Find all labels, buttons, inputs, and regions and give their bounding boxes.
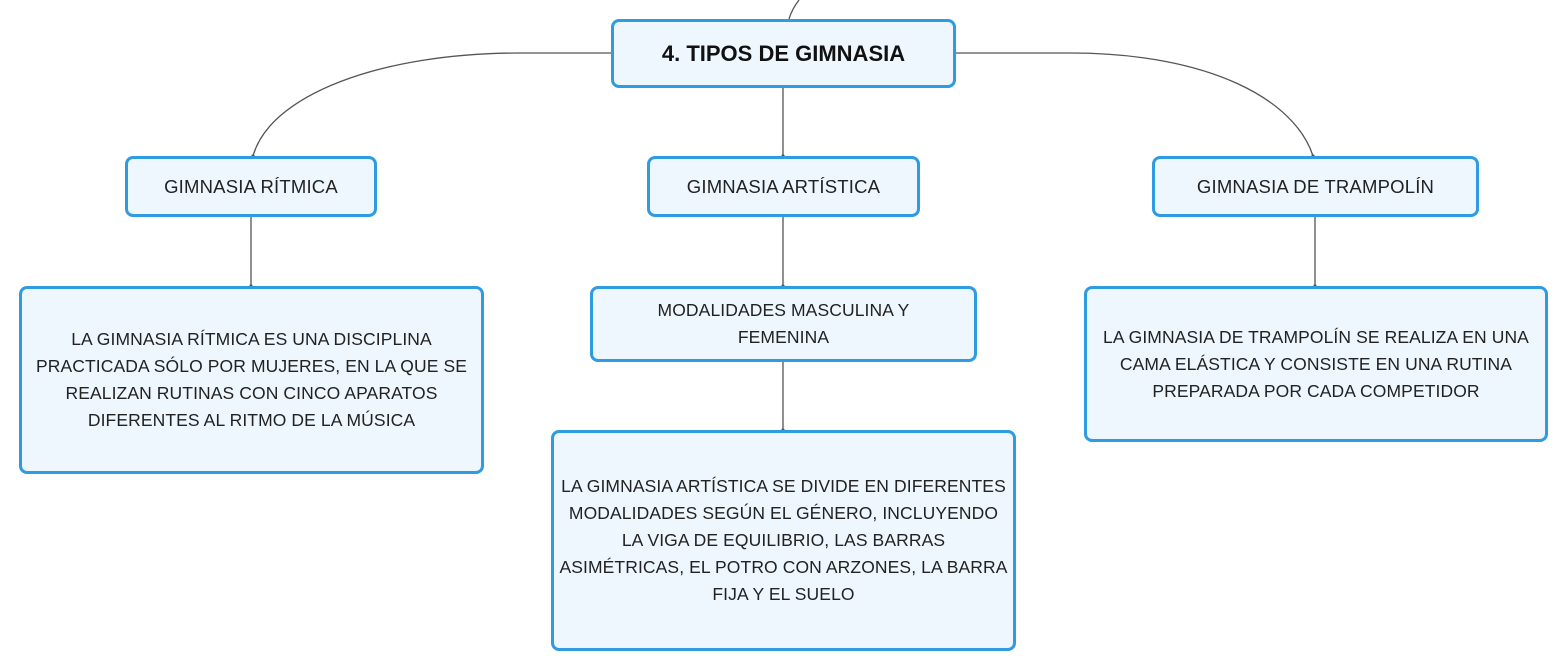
topic-gimnasia-artistica[interactable]: GIMNASIA ARTÍSTICA: [647, 156, 920, 217]
topic-gimnasia-ritmica-label: GIMNASIA RÍTMICA: [164, 175, 338, 197]
topic-modalidades[interactable]: MODALIDADES MASCULINA Y FEMENINA: [590, 286, 977, 362]
topic-artistica-description[interactable]: LA GIMNASIA ARTÍSTICA SE DIVIDE EN DIFER…: [551, 430, 1016, 651]
topic-ritmica-description[interactable]: LA GIMNASIA RÍTMICA ES UNA DISCIPLINA PR…: [19, 286, 484, 474]
topic-ritmica-description-text: LA GIMNASIA RÍTMICA ES UNA DISCIPLINA PR…: [35, 329, 467, 430]
topic-gimnasia-trampolin-label: GIMNASIA DE TRAMPOLÍN: [1196, 175, 1435, 197]
topic-artistica-description-text: LA GIMNASIA ARTÍSTICA SE DIVIDE EN DIFER…: [559, 476, 1008, 604]
root-topic[interactable]: 4. TIPOS DE GIMNASIA: [611, 19, 956, 88]
connector-parent-to-root: [788, 0, 800, 20]
topic-gimnasia-artistica-label: GIMNASIA ARTÍSTICA: [686, 175, 881, 197]
topic-gimnasia-trampolin[interactable]: GIMNASIA DE TRAMPOLÍN: [1152, 156, 1479, 217]
topic-trampolin-description-text: LA GIMNASIA DE TRAMPOLÍN SE REALIZA EN U…: [1103, 326, 1529, 401]
connector-root-to-ritmica: [252, 52, 611, 157]
topic-gimnasia-ritmica[interactable]: GIMNASIA RÍTMICA: [125, 156, 377, 217]
topic-trampolin-description[interactable]: LA GIMNASIA DE TRAMPOLÍN SE REALIZA EN U…: [1084, 286, 1548, 442]
topic-modalidades-text: MODALIDADES MASCULINA Y FEMENINA: [657, 300, 910, 347]
connector-root-to-trampolin: [956, 52, 1314, 157]
root-topic-label: 4. TIPOS DE GIMNASIA: [661, 40, 906, 66]
